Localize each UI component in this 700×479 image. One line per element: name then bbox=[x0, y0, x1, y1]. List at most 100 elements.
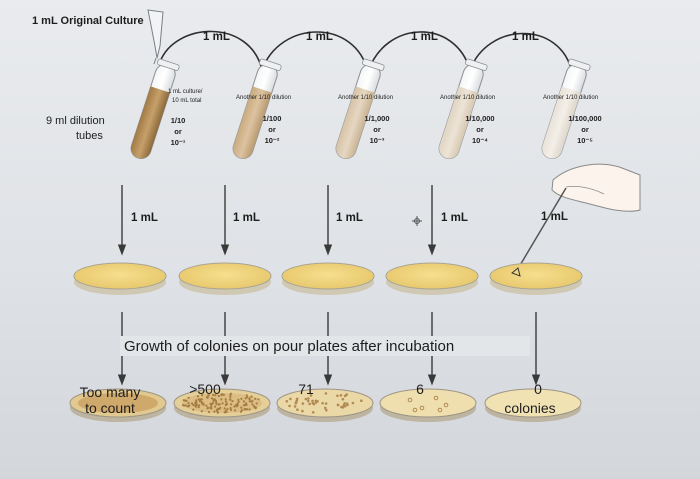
plate-transfer-label-1: 1 mL bbox=[131, 212, 158, 224]
colony-dot bbox=[209, 406, 212, 410]
plate-transfer-label-5: 1 mL bbox=[541, 211, 568, 223]
colony-dot bbox=[197, 398, 200, 401]
colony-dot bbox=[215, 403, 218, 406]
colony-dot bbox=[324, 402, 328, 405]
colony-dot bbox=[301, 409, 304, 413]
colony-dot bbox=[254, 397, 257, 400]
tube1-or: or bbox=[174, 127, 182, 136]
colony-dot bbox=[224, 398, 227, 401]
tube5-or: or bbox=[581, 125, 589, 134]
colony-dot bbox=[289, 397, 292, 401]
colony-dot bbox=[200, 398, 203, 401]
count-plate2: >500 bbox=[189, 381, 221, 397]
colony-dot bbox=[245, 403, 248, 406]
colony-dot bbox=[187, 402, 190, 405]
colony-dot bbox=[224, 400, 228, 403]
colony-dots bbox=[181, 392, 449, 414]
colony-dot bbox=[226, 408, 229, 411]
tube1-note-line1: 1 mL culture/ bbox=[168, 89, 203, 95]
transfer-label-2: 1 mL bbox=[306, 31, 333, 43]
colony-dot bbox=[200, 410, 203, 413]
dilution-tube-1 bbox=[130, 58, 180, 159]
colony-dot bbox=[207, 394, 210, 397]
agar-plate-3 bbox=[281, 262, 375, 295]
agar-plate-2 bbox=[178, 262, 272, 295]
another-dilution-label-5: Another 1/10 dilution bbox=[543, 95, 598, 101]
colony-dot bbox=[296, 408, 299, 412]
colony-dot bbox=[196, 395, 199, 398]
colony-dot bbox=[229, 408, 233, 411]
tube5-power: 10⁻⁵ bbox=[577, 136, 593, 145]
colony-dot bbox=[223, 407, 226, 410]
dilution-tube-2 bbox=[232, 58, 282, 159]
dilution-tube-3 bbox=[335, 58, 385, 159]
colony-dot bbox=[308, 402, 311, 406]
colony-dot bbox=[182, 399, 185, 402]
colony-dot bbox=[225, 402, 229, 405]
tube4-fraction: 1/10,000 bbox=[465, 114, 494, 123]
colony-dot bbox=[220, 398, 223, 401]
colony-dot bbox=[295, 397, 299, 401]
colony-dot bbox=[236, 402, 239, 405]
count-plate5-unit: colonies bbox=[504, 400, 555, 416]
colony-dot bbox=[221, 393, 224, 396]
colony-dot bbox=[224, 409, 228, 412]
colony-dot bbox=[242, 400, 245, 403]
incubation-caption: Growth of colonies on pour plates after … bbox=[124, 338, 454, 355]
colony-dot bbox=[336, 403, 340, 407]
colony-dot bbox=[234, 404, 237, 407]
colony-dot bbox=[307, 397, 310, 400]
colony-dot bbox=[187, 396, 190, 399]
count-plate1-line1: Too many bbox=[80, 384, 141, 400]
colony-dot bbox=[240, 409, 244, 412]
agar-plate-4 bbox=[385, 262, 479, 295]
colony-dot bbox=[237, 400, 240, 403]
colony-dot bbox=[250, 395, 253, 398]
original-culture-label: 1 mL Original Culture bbox=[32, 15, 144, 27]
tube5-fraction: 1/100,000 bbox=[568, 114, 601, 123]
colony-dot bbox=[229, 398, 232, 401]
colony-dot bbox=[206, 396, 209, 399]
colony-dot bbox=[207, 410, 211, 414]
colony-dot bbox=[230, 403, 233, 406]
colony-dot bbox=[237, 398, 240, 401]
colony-dot bbox=[229, 407, 232, 410]
colony-dot bbox=[184, 404, 188, 407]
colony-dot bbox=[244, 397, 247, 400]
colony-dot bbox=[412, 407, 418, 413]
dilution-tubes-label-line2: tubes bbox=[76, 130, 103, 142]
colony-dot bbox=[251, 403, 254, 406]
colony-dot bbox=[217, 394, 220, 398]
colony-plate-1 bbox=[69, 388, 167, 422]
colony-dot bbox=[215, 409, 219, 412]
colony-dot bbox=[181, 404, 185, 407]
colony-dot bbox=[197, 406, 200, 409]
colony-dot bbox=[285, 400, 289, 403]
tube1-power: 10⁻¹ bbox=[171, 138, 186, 147]
colony-dot bbox=[200, 400, 203, 403]
colony-dot bbox=[316, 400, 319, 403]
colony-dot bbox=[192, 408, 195, 411]
colony-dot bbox=[206, 407, 209, 410]
plate-transfer-label-4: 1 mL bbox=[441, 212, 468, 224]
colony-plate-4 bbox=[379, 388, 477, 422]
colony-dot bbox=[214, 405, 217, 408]
colony-dot bbox=[311, 399, 314, 403]
colony-dot bbox=[233, 405, 236, 408]
colony-dot bbox=[360, 399, 363, 403]
colony-dot bbox=[198, 404, 201, 407]
colony-dot bbox=[433, 395, 439, 401]
transfer-label-1: 1 mL bbox=[203, 31, 230, 43]
plate-transfer-label-3: 1 mL bbox=[336, 212, 363, 224]
colony-dot bbox=[343, 404, 347, 408]
another-dilution-label-2: Another 1/10 dilution bbox=[236, 95, 291, 101]
colony-dot bbox=[321, 401, 324, 405]
colony-dot bbox=[304, 397, 308, 401]
tube2-fraction: 1/100 bbox=[263, 114, 282, 123]
colony-dot bbox=[293, 405, 297, 408]
colony-dot bbox=[248, 408, 251, 411]
tube1-fraction: 1/10 bbox=[171, 116, 186, 125]
colony-dot bbox=[240, 406, 243, 409]
colony-dot bbox=[188, 404, 191, 407]
colony-dot bbox=[252, 405, 256, 408]
